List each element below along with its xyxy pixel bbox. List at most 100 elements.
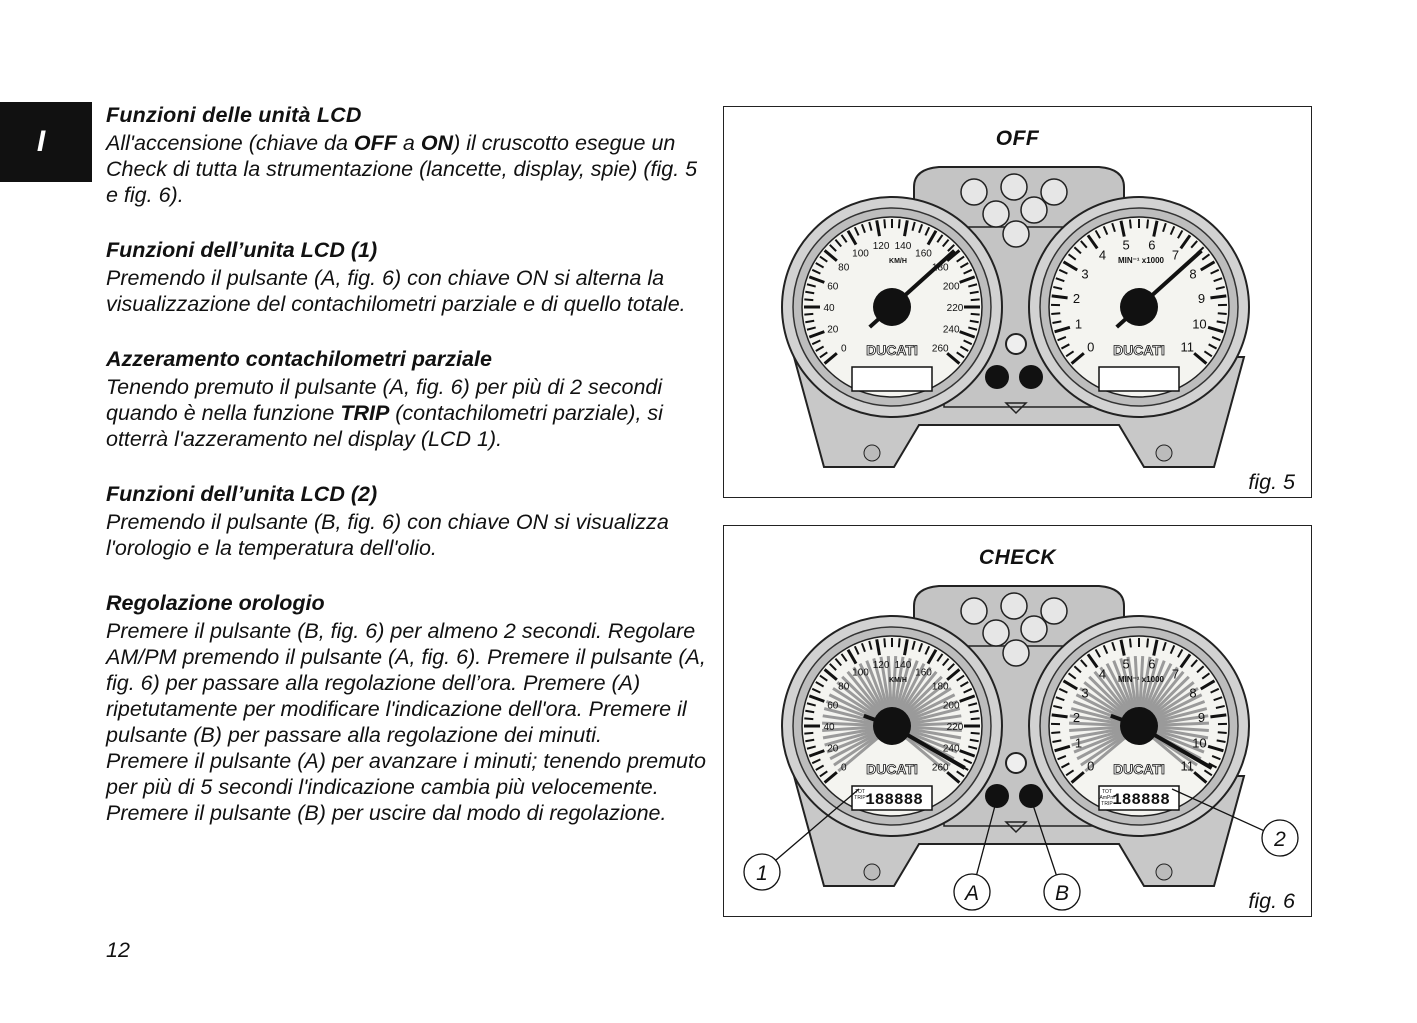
gauge-tick [947, 244, 955, 252]
gauge-check-segment [1133, 656, 1140, 713]
gauge-tick [1070, 352, 1085, 365]
section-body: Premere il pulsante (B, fig. 6) per alme… [106, 618, 706, 826]
mount-hole [863, 444, 881, 462]
gauge-hub [1120, 707, 1158, 745]
gauge-check-segment [1152, 721, 1210, 727]
gauge-check-segment [891, 656, 898, 713]
gauge-tick-label: 8 [1189, 686, 1196, 701]
gauge-tick-label: 9 [1198, 710, 1205, 725]
gauge-tick [883, 219, 887, 229]
gauge-tick [956, 255, 965, 263]
gauge-check-segment [872, 658, 890, 713]
section-heading: Regolazione orologio [106, 591, 325, 615]
gauge-tick [1051, 731, 1061, 734]
gauge-tick-label: 80 [838, 682, 850, 693]
gauge-tick [936, 653, 944, 662]
gauge-tick [959, 681, 969, 688]
gauge-tick [1152, 220, 1159, 237]
gauge-tick [1169, 225, 1176, 236]
lcd-display [1098, 785, 1180, 811]
gauge-brand-label: DUCATI [1113, 342, 1165, 358]
gauge-tick-label: 3 [1081, 686, 1088, 701]
gauge-tick [1215, 704, 1225, 709]
gauge-tick-label: 4 [1099, 248, 1106, 263]
gauge-check-segment [1084, 733, 1130, 773]
gauge-tick [806, 745, 816, 750]
gauge-check-segment [826, 729, 880, 754]
gauge-tick-label: 80 [838, 263, 850, 274]
gauge-tick-label: 220 [947, 303, 964, 314]
key-light [1005, 333, 1027, 355]
gauge-tick [819, 770, 828, 778]
gauge-tick [1111, 641, 1116, 652]
gauge-tick [811, 687, 821, 694]
gauge-tick-label: 4 [1099, 667, 1106, 682]
gauge-tick [947, 663, 955, 671]
gauge-tick [811, 268, 821, 275]
gauge-tick [1086, 234, 1099, 250]
gauge-tick [956, 674, 965, 682]
button-b [1019, 784, 1043, 808]
gauge-tick [808, 330, 825, 339]
gauge-check-segment [1075, 693, 1128, 722]
gauge-brand-label: DUCATI [866, 761, 918, 777]
gauge-tick [804, 298, 814, 302]
gauge-check-segment [1119, 658, 1137, 713]
gauge-tick [819, 255, 828, 263]
gauge-tick [1177, 648, 1184, 658]
gauge-check-segment [823, 707, 879, 724]
gauge-tick-label: 100 [852, 248, 869, 259]
gauge-check-segment [1099, 666, 1133, 716]
gauge-tick [1217, 312, 1227, 315]
gauge-tick [815, 345, 825, 352]
gauge-check-segment [1152, 725, 1209, 733]
gauge-tick [806, 702, 816, 707]
gauge-check-segment [829, 731, 881, 761]
gauge-tick-label: 240 [943, 744, 960, 755]
gauge-tick [1216, 739, 1226, 743]
figure-caption: fig. 6 [1248, 889, 1295, 913]
gauge-tick [969, 290, 979, 295]
gauge-check-segment [899, 670, 938, 717]
gauge-tick [1065, 350, 1075, 358]
gauge-check-segment [1088, 675, 1131, 718]
gauge-tick [903, 220, 909, 237]
gauge-tick [1177, 229, 1184, 239]
engine-icon [1002, 639, 1030, 667]
gauge-tick [1058, 268, 1068, 275]
callout-circle [1043, 873, 1081, 911]
headlight-icon [960, 597, 988, 625]
gauge-check-segment [1142, 660, 1166, 714]
gauge-tick [946, 771, 961, 784]
gauge-tick [963, 339, 973, 346]
lcd-digits: 188888 [1112, 791, 1170, 809]
gauge-tick-label: 0 [841, 343, 847, 354]
section-body: All'accensione (chiave da OFF a ON) il c… [106, 130, 706, 208]
gauge-check-segment [821, 721, 879, 727]
gauge-tick [1054, 744, 1071, 753]
gauge-check-segment [1144, 663, 1173, 715]
gauge-tick-label: 20 [827, 744, 839, 755]
oil-icon [1020, 615, 1048, 643]
lcd-display [1098, 366, 1180, 392]
gauge-check-segment [1149, 687, 1199, 720]
gauge-tick [969, 319, 979, 324]
gauge-tick [811, 339, 821, 346]
gauge-tick-label: 6 [1148, 656, 1155, 671]
gauge-tick [1094, 648, 1101, 658]
gauge-tick [1051, 713, 1068, 719]
gauge-tick [808, 275, 825, 284]
gauge-check-segment [1152, 714, 1209, 726]
gauge-unit-label: KM/H [889, 258, 907, 265]
gauge-tick [1196, 665, 1205, 674]
neutral-icon [982, 200, 1010, 228]
gauge-tick-label: 11 [1181, 339, 1195, 354]
